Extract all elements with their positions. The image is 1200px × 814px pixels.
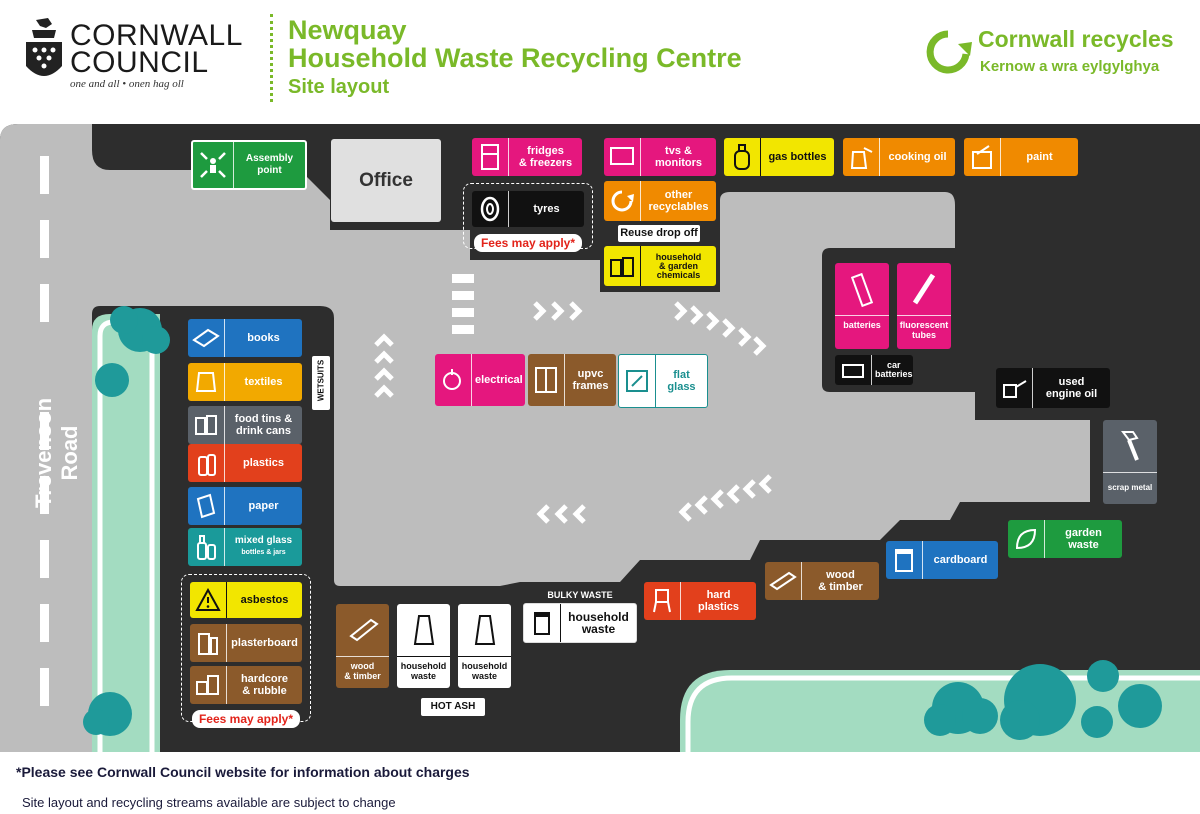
left-verge bbox=[92, 314, 160, 752]
rubble-icon bbox=[196, 675, 219, 695]
office-label: Office bbox=[359, 169, 413, 191]
recycle-icon bbox=[611, 190, 634, 212]
change-note: Site layout and recycling streams availa… bbox=[22, 795, 396, 810]
battery-icon bbox=[851, 272, 873, 308]
bulky-waste-label: BULKY WASTE bbox=[547, 590, 613, 600]
bin-household-waste-2: household waste bbox=[458, 604, 511, 688]
wetsuits-label: WETSUITS bbox=[312, 356, 330, 410]
council-crest-icon bbox=[26, 18, 62, 76]
page-title: Newquay Household Waste Recycling Centre bbox=[288, 15, 742, 73]
hot-ash-label: HOT ASH bbox=[421, 698, 485, 716]
bin-paper: paper bbox=[188, 487, 302, 525]
bin-chemicals: household & garden chemicals bbox=[604, 246, 716, 286]
bin-flat-glass: flat glass bbox=[618, 354, 708, 408]
bin-wood-timber-right: wood & timber bbox=[765, 562, 879, 600]
bin-other-recyclables: other recyclables bbox=[604, 181, 716, 221]
leaf-icon bbox=[1015, 528, 1037, 550]
tv-icon bbox=[610, 147, 634, 165]
bin-electrical: electrical bbox=[435, 354, 525, 406]
bin-upvc-frames: upvc frames bbox=[528, 354, 616, 406]
paper-icon bbox=[196, 493, 216, 519]
header-divider bbox=[270, 14, 273, 102]
bin-fluorescent-tubes: fluorescent tubes bbox=[897, 263, 951, 349]
glass-bottle-icon bbox=[197, 535, 216, 560]
gas-bottle-icon bbox=[734, 144, 750, 170]
bin-household-bulky: household waste bbox=[523, 603, 637, 643]
bin-batteries: batteries bbox=[835, 263, 889, 349]
fees-may-apply-top: Fees may apply* bbox=[474, 234, 582, 252]
paint-tin-icon bbox=[972, 145, 992, 169]
bin-textiles: textiles bbox=[188, 363, 302, 401]
council-logo bbox=[22, 16, 272, 96]
bin-books: books bbox=[188, 319, 302, 357]
road-centre-dashes bbox=[40, 156, 49, 706]
bin-bag-icon bbox=[474, 615, 495, 645]
plastic-bottle-icon bbox=[198, 454, 216, 476]
recycles-title: Cornwall recycles bbox=[978, 26, 1174, 52]
charges-note: *Please see Cornwall Council website for… bbox=[16, 764, 470, 780]
bin-paint: paint bbox=[964, 138, 1078, 176]
tube-icon bbox=[912, 273, 936, 305]
bin-wood-timber-left: wood & timber bbox=[336, 604, 389, 688]
bin-household-waste-1: household waste bbox=[397, 604, 450, 688]
glass-pane-icon bbox=[626, 370, 648, 392]
warning-icon bbox=[195, 588, 221, 611]
bin-scrap-metal: scrap metal bbox=[1103, 420, 1157, 504]
council-name: CORNWALL COUNCIL bbox=[70, 19, 243, 79]
bin-hard-plastics: hard plastics bbox=[644, 582, 756, 620]
reuse-drop-off-label: Reuse drop off bbox=[618, 225, 700, 242]
planks-icon bbox=[348, 618, 379, 642]
plasterboard-icon bbox=[198, 633, 218, 655]
bin-bag-icon bbox=[413, 615, 434, 645]
page-subtitle: Site layout bbox=[288, 76, 390, 98]
council-tagline: one and all • onen hag oll bbox=[70, 78, 184, 90]
book-icon bbox=[192, 328, 220, 348]
car-battery-icon bbox=[842, 364, 864, 378]
fees-may-apply-bottom: Fees may apply* bbox=[192, 710, 300, 728]
bin-plastics: plastics bbox=[188, 444, 302, 482]
bin-hardcore-rubble: hardcore & rubble bbox=[190, 666, 302, 704]
crossing bbox=[452, 274, 474, 334]
assembly-point: Assembly point bbox=[191, 140, 307, 190]
bin-engine-oil: used engine oil bbox=[996, 368, 1110, 408]
bin-garden-waste: garden waste bbox=[1008, 520, 1122, 558]
oil-can-icon bbox=[1003, 380, 1027, 398]
bolt-icon bbox=[1121, 431, 1139, 461]
bin-tvs: tvs & monitors bbox=[604, 138, 716, 176]
bin-fridges: fridges & freezers bbox=[472, 138, 582, 176]
fridge-icon bbox=[481, 144, 499, 170]
trees bbox=[83, 306, 1162, 740]
bin-asbestos: asbestos bbox=[190, 582, 302, 618]
textiles-icon bbox=[195, 372, 217, 392]
bin-car-batteries: car batteries bbox=[835, 355, 913, 385]
recycle-arrow-icon bbox=[926, 30, 972, 74]
oil-jug-icon bbox=[850, 147, 873, 169]
bin-cardboard: cardboard bbox=[886, 541, 998, 579]
assembly-point-icon bbox=[200, 152, 226, 178]
bin-tyres: tyres bbox=[472, 191, 584, 227]
planks-icon bbox=[769, 571, 797, 591]
chemicals-icon bbox=[610, 257, 634, 277]
tin-can-icon bbox=[195, 415, 217, 435]
plug-icon bbox=[443, 369, 461, 390]
bin-food-tins: food tins & drink cans bbox=[188, 406, 302, 444]
bin-gas-bottles: gas bottles bbox=[724, 138, 834, 176]
bin-plasterboard: plasterboard bbox=[190, 624, 302, 662]
recycles-subtitle: Kernow a wra eylgylghya bbox=[980, 58, 1160, 75]
wheelie-bin-icon bbox=[534, 612, 550, 635]
office-building: Office bbox=[331, 139, 441, 222]
chair-icon bbox=[653, 589, 671, 613]
bin-cooking-oil: cooking oil bbox=[843, 138, 955, 176]
road-name: Trevenson Road bbox=[31, 397, 82, 509]
tyre-icon bbox=[480, 196, 500, 222]
cardboard-bin-icon bbox=[895, 549, 913, 572]
window-frame-icon bbox=[535, 367, 557, 393]
direction-arrows bbox=[374, 301, 772, 524]
